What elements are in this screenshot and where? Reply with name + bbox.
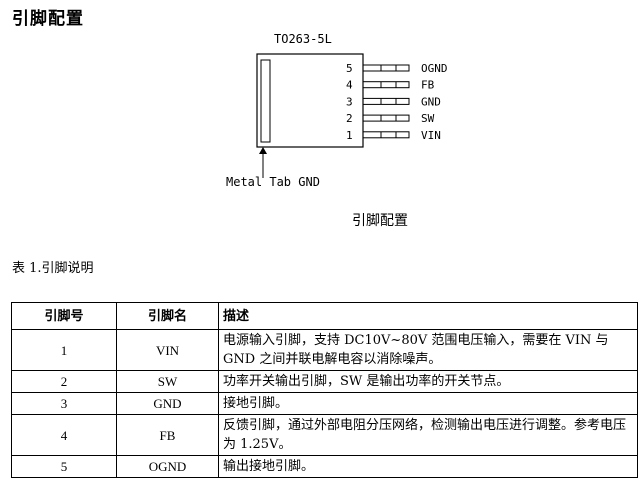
pin-name: FB — [116, 414, 219, 456]
figure-caption: 引脚配置 — [352, 213, 408, 229]
pin-description: 输出接地引脚。 — [218, 455, 638, 478]
pin-description: 接地引脚。 — [218, 392, 638, 415]
tab-label: Metal Tab GND — [226, 175, 320, 189]
pin-number: 1 — [11, 329, 117, 371]
package-name: TO263-5L — [274, 32, 332, 46]
pin-name-label: SW — [421, 112, 435, 125]
pin-name-label: OGND — [421, 62, 448, 75]
pin-number-label: 4 — [346, 79, 353, 92]
table-row: 3 GND 接地引脚。 — [11, 392, 638, 415]
pin-number: 2 — [11, 370, 117, 393]
pin-name-label: GND — [421, 95, 441, 108]
pin-lead — [362, 81, 410, 89]
table-header-row: 引脚号 引脚名 描述 — [11, 302, 638, 330]
metal-tab — [260, 59, 271, 143]
header-pin-number: 引脚号 — [11, 302, 117, 330]
table-row: 1 VIN 电源输入引脚，支持 DC10V~80V 范围电压输入，需要在 VIN… — [11, 329, 638, 371]
package-diagram: TO263-5L 5 OGND 4 FB 3 GND 2 SW 1 VIN Metal Tab G… — [226, 32, 448, 189]
pin-name-label: FB — [421, 79, 435, 92]
pin-name: SW — [116, 370, 219, 393]
pin-number: 5 — [11, 455, 117, 478]
pin-description: 反馈引脚，通过外部电阻分压网络，检测输出电压进行调整。参考电压为 1.25V。 — [218, 414, 638, 456]
tab-arrow-head — [259, 147, 267, 154]
section-heading: 引脚配置 — [12, 9, 84, 29]
pin-number-label: 3 — [346, 95, 353, 108]
pin-description: 电源输入引脚，支持 DC10V~80V 范围电压输入，需要在 VIN 与 GND… — [218, 329, 638, 371]
pin-description-table: 引脚号 引脚名 描述 1 VIN 电源输入引脚，支持 DC10V~80V 范围电… — [11, 302, 638, 478]
pin-lead — [362, 64, 410, 72]
header-description: 描述 — [218, 302, 638, 330]
pin-number-label: 5 — [346, 62, 353, 75]
pin-lead — [362, 114, 410, 122]
table-row: 2 SW 功率开关输出引脚，SW 是输出功率的开关节点。 — [11, 370, 638, 393]
pin-number-label: 2 — [346, 112, 353, 125]
pin-number: 4 — [11, 414, 117, 456]
pin-name: VIN — [116, 329, 219, 371]
pin-lead — [362, 131, 410, 139]
pin-description: 功率开关输出引脚，SW 是输出功率的开关节点。 — [218, 370, 638, 393]
header-pin-name: 引脚名 — [116, 302, 219, 330]
pin-name: OGND — [116, 455, 219, 478]
table-row: 4 FB 反馈引脚，通过外部电阻分压网络，检测输出电压进行调整。参考电压为 1.… — [11, 414, 638, 456]
pin-number-label: 1 — [346, 129, 353, 142]
pin-number: 3 — [11, 392, 117, 415]
table-title: 表 1.引脚说明 — [12, 261, 94, 276]
table-row: 5 OGND 输出接地引脚。 — [11, 455, 638, 478]
pin-name-label: VIN — [421, 129, 441, 142]
pin-lead — [362, 97, 410, 105]
pin-name: GND — [116, 392, 219, 415]
